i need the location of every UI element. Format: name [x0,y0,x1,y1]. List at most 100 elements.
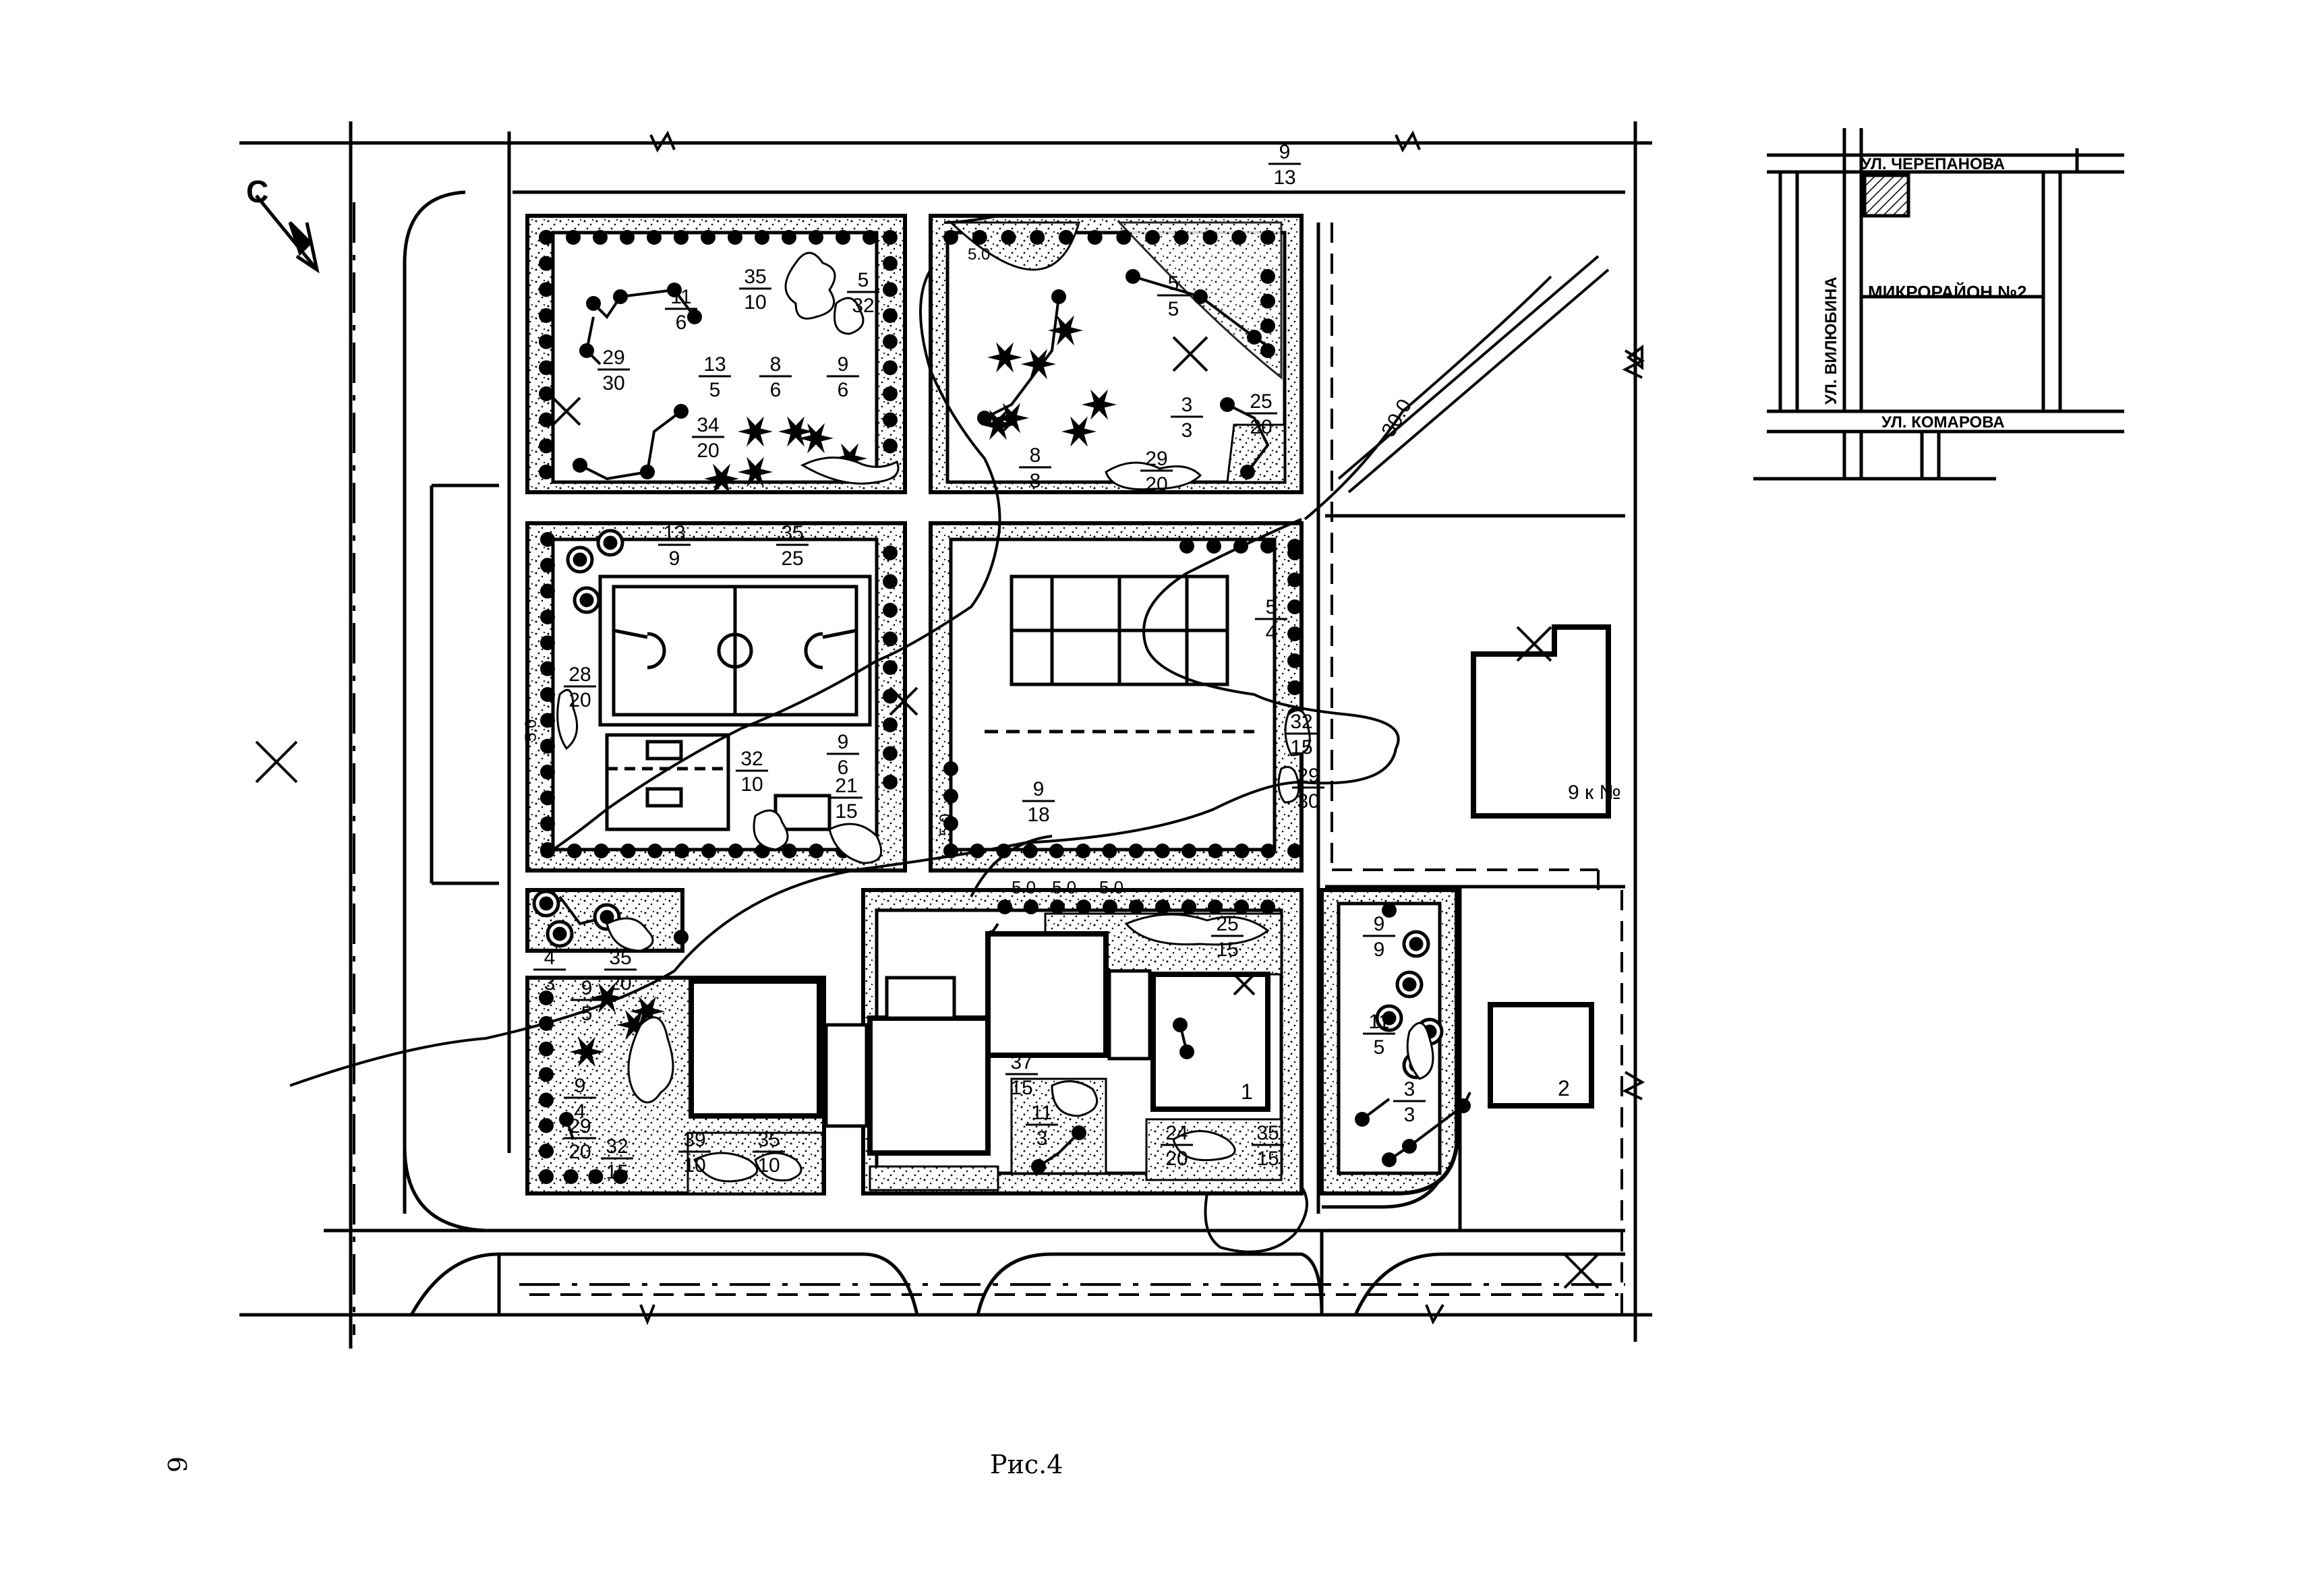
plant-label: 115 [1363,1011,1395,1059]
plant-label-age: 15 [1290,736,1312,759]
building-2-label: 2 [1558,1076,1570,1100]
plant-label-age: 20 [568,689,591,711]
plant-label-age: 30 [1297,790,1319,812]
tree-dot [540,661,555,676]
plant-label-count: 32 [606,1135,628,1158]
contour-lines [289,214,1552,1253]
plant-label-age: 10 [744,291,766,314]
conifer-star [994,403,1029,434]
tree-dot [755,230,769,245]
tree-dot [540,558,555,573]
tree-dot [1231,230,1247,245]
tree-dot [883,282,898,297]
north-label: С [246,174,268,209]
tree-dot [1287,844,1302,858]
tree-dot [1260,844,1276,858]
tree-dot [1155,899,1170,914]
plant-label-count: 32 [740,748,763,770]
tree-dot [1049,844,1064,858]
plant-label-age: 8 [1030,470,1041,492]
dim-5-0-left: 5.0 [522,719,540,742]
plant-label-age: 15 [835,800,857,823]
tree-dot [539,1041,554,1057]
plant-label-age: 3 [544,972,556,995]
tree-dot [1234,899,1249,914]
tree-dot [539,230,554,245]
plant-label-count: 35 [1256,1122,1279,1144]
tree-dot [782,844,797,858]
tree-dot [1154,844,1170,858]
plant-label-age: 10 [757,1154,780,1177]
plant-label-count: 9 [838,731,849,753]
street-komarova: УЛ. КОМАРОВА [1881,413,2005,432]
tree-dot [1030,230,1045,245]
plant-label-count: 11 [1368,1011,1389,1033]
tree-dot [539,1118,554,1133]
dim-5-0-block: 5.0 [937,814,955,836]
conifer-star [798,423,834,454]
tree-dot [1260,293,1275,309]
tree-dot [1022,844,1038,858]
conifer-star [616,1009,651,1040]
plant-label-count: 29 [1297,765,1319,787]
tree-dot [1058,230,1074,245]
tree-dot [782,230,796,245]
tree-dot [540,532,555,547]
conifer-star [569,1036,604,1067]
conifer-star [1021,349,1056,380]
plant-label-count: 28 [568,663,591,686]
dim-5-0-a: 5.0 [1012,877,1036,897]
tree-dot [883,603,898,618]
dim-5-0-c: 5.0 [1099,877,1123,897]
tree-dot [1287,539,1302,554]
conifer-star [832,443,867,474]
tree-dot [539,438,554,454]
street-cherepanova: УЛ. ЧЕРЕПАНОВА [1861,155,2005,173]
tree-dot [883,717,898,732]
tree-dot [1102,844,1117,858]
tree-dot [539,386,554,401]
tree-dot [1260,318,1275,334]
tree-dot [863,230,877,245]
ringed-tree [546,920,574,948]
plant-label: 43 [533,947,566,995]
plant-label-count: 13 [663,522,685,544]
tree-dot [1116,230,1132,245]
conifer-star [738,456,773,487]
tree-dot [588,1169,604,1184]
tree-dot [539,360,554,376]
plant-label: 918 [1022,778,1055,826]
plant-label: 54 [1255,596,1287,644]
tree-dot [593,230,608,245]
conifer-star [704,463,739,494]
tree-dot [809,230,823,245]
tree-dot [1287,626,1302,641]
tree-dot [539,308,554,323]
plant-label-age: 10 [740,773,763,796]
tree-dot [566,230,581,245]
plant-label-age: 6 [676,312,687,334]
tree-dot [613,1169,628,1184]
tree-dot [674,930,689,945]
tree-dot [563,1169,579,1184]
tree-dot [1260,343,1275,358]
shrub-outlines [556,252,1434,1183]
tree-dot [883,775,898,790]
plant-label-age: 20 [697,440,719,462]
tree-dot [566,844,582,858]
tree-dot [539,1169,554,1184]
